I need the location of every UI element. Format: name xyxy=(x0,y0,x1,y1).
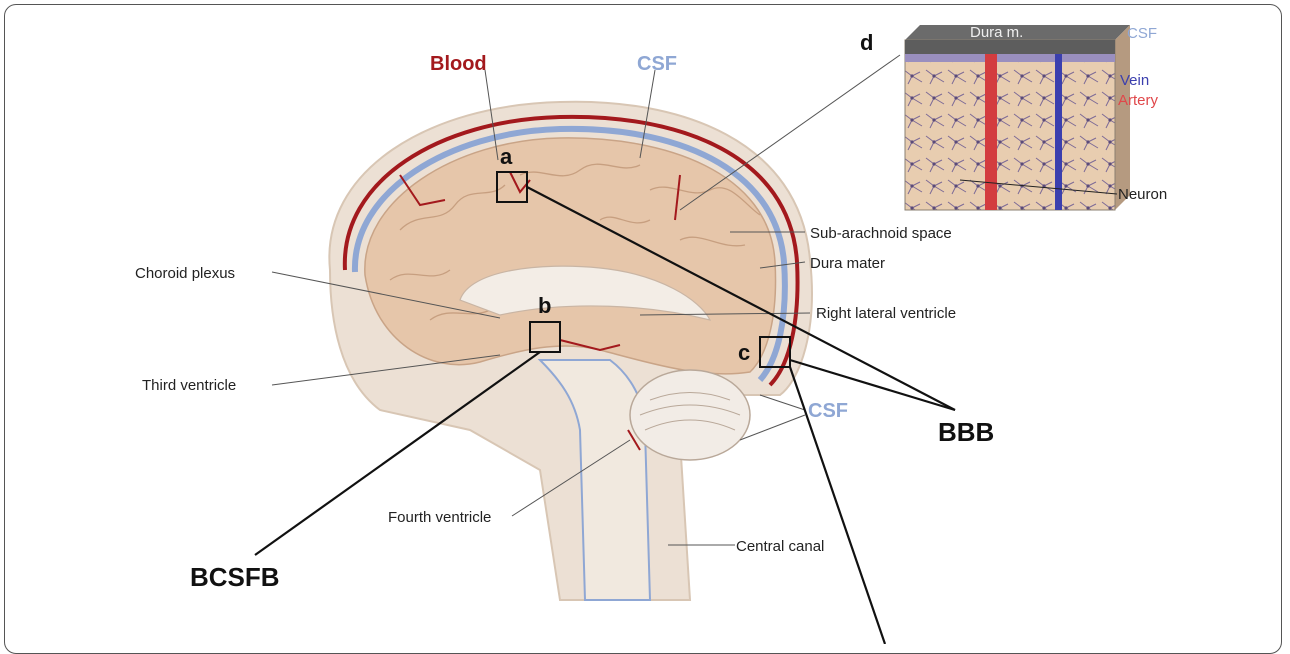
subarachnoid-label: Sub-arachnoid space xyxy=(810,225,952,242)
fourth-ventricle-label: Fourth ventricle xyxy=(388,509,491,526)
cortex-inset xyxy=(905,25,1130,210)
bbb-label: BBB xyxy=(938,417,994,447)
inset-artery-label: Artery xyxy=(1118,92,1159,109)
label-b: b xyxy=(538,293,551,318)
inset-dura-label: Dura m. xyxy=(970,24,1023,41)
lateral-ventricle-label: Right lateral ventricle xyxy=(816,305,956,322)
inset-vein-label: Vein xyxy=(1120,72,1149,89)
choroid-plexus-label: Choroid plexus xyxy=(135,265,235,282)
csf-top-label: CSF xyxy=(637,53,677,75)
blood-label: Blood xyxy=(430,53,487,75)
bcsfb-label: BCSFB xyxy=(190,562,280,592)
third-ventricle-label: Third ventricle xyxy=(142,377,236,394)
label-c: c xyxy=(738,340,750,365)
dura-mater-label: Dura mater xyxy=(810,255,885,272)
label-a: a xyxy=(500,144,513,169)
csf-mid-label: CSF xyxy=(808,400,848,422)
central-canal-label: Central canal xyxy=(736,538,824,555)
cerebellum xyxy=(630,370,750,460)
inset-csf-label: CSF xyxy=(1127,25,1157,42)
label-d: d xyxy=(860,30,873,55)
inset-neuron-label: Neuron xyxy=(1118,186,1167,203)
